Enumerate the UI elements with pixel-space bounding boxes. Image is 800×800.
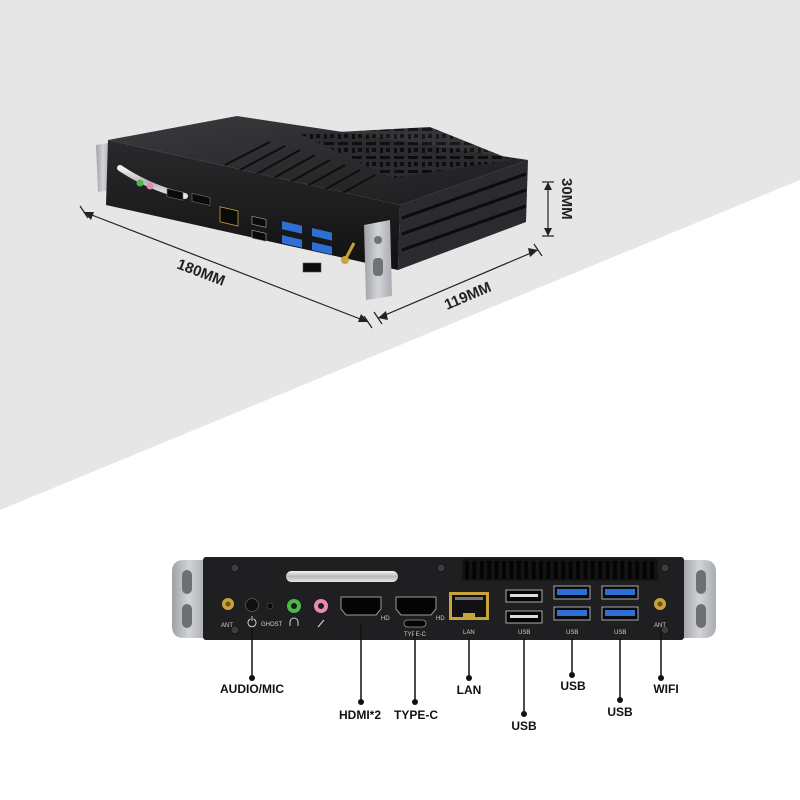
panel-right-bracket	[682, 560, 716, 638]
silk-ant-left: ANT	[221, 623, 233, 629]
callout-audio-mic: AUDIO/MIC	[220, 682, 284, 696]
usb3-port-blue-4	[601, 606, 639, 621]
fin-slot	[650, 561, 654, 579]
fin-slot	[509, 561, 514, 579]
fin-slot	[539, 561, 543, 579]
silk-hd: HD	[381, 616, 390, 622]
mic-icon	[317, 619, 325, 628]
fin-slot	[472, 561, 477, 579]
antenna-connector-left	[222, 598, 234, 610]
hdmi-port-2	[395, 596, 437, 616]
iso-ports	[136, 179, 356, 273]
fin-slot	[642, 561, 647, 579]
usb3-port-blue-1	[553, 585, 591, 600]
fin-slot	[568, 561, 573, 579]
fin-slot	[598, 561, 603, 579]
audio-jack-green	[287, 599, 301, 613]
fin-slot	[479, 561, 484, 579]
callout-usb-upper: USB	[560, 679, 586, 693]
fin-slot	[583, 561, 588, 579]
callout-usb-lower-right: USB	[607, 705, 633, 719]
fin-slot	[605, 561, 610, 579]
iso-left-bracket	[96, 143, 110, 192]
callout-lan: LAN	[457, 683, 482, 697]
iso-top-surface	[108, 116, 528, 205]
iso-right-side	[398, 160, 528, 270]
hdmi-port-1	[340, 596, 382, 616]
fin-slot	[546, 561, 551, 579]
silk-ant-right: ANT	[654, 623, 666, 629]
usb3-port-blue-2	[553, 606, 591, 621]
callout-dots	[249, 672, 664, 717]
fin-slot	[635, 561, 640, 579]
type-c-port	[403, 619, 427, 628]
fin-slot	[516, 561, 521, 579]
fin-slot	[576, 561, 580, 579]
antenna-connector-right	[654, 598, 666, 610]
mic-jack-pink	[314, 599, 328, 613]
silk-usb-1: USB	[518, 630, 530, 636]
iso-top-vent	[300, 127, 512, 178]
callout-wifi: WIFI	[653, 682, 678, 696]
ghost-button	[266, 602, 274, 610]
usb-port-black-top	[505, 589, 543, 603]
device-iso-view	[96, 116, 528, 300]
panel-screws	[230, 563, 670, 635]
headphone-icon	[289, 617, 299, 626]
silk-usb-2: USB	[566, 630, 578, 636]
usb-port-black-bottom	[505, 610, 543, 624]
panel-left-bracket	[172, 560, 206, 638]
lan-port	[449, 592, 489, 620]
fin-slot	[553, 561, 558, 579]
dimension-lines	[79, 181, 554, 329]
panel-fin-slots	[465, 561, 654, 579]
fin-slot	[561, 561, 566, 579]
iso-side-fins	[401, 172, 527, 252]
callout-usb-lower-left: USB	[511, 719, 537, 733]
fin-slot	[494, 561, 499, 579]
fin-slot	[613, 561, 617, 579]
fin-slot	[465, 561, 469, 579]
power-symbol-icon	[247, 616, 257, 628]
power-button-icon	[245, 598, 259, 612]
silk-lan: LAN	[463, 630, 475, 636]
fin-slot	[590, 561, 595, 579]
callout-leaders	[251, 624, 662, 712]
silk-usb-3: USB	[614, 630, 626, 636]
fin-slot	[531, 561, 536, 579]
silk-hd-2: HD	[436, 616, 445, 622]
callout-hdmi: HDMI*2	[339, 708, 381, 722]
dimension-arrowheads	[84, 182, 552, 322]
fin-slot	[627, 561, 632, 579]
fin-slot	[620, 561, 625, 579]
fin-slot	[502, 561, 506, 579]
front-panel-view: ANT GHOST HD HD TYPE-C LAN USB USB USB A…	[172, 557, 716, 640]
silk-ghost: GHOST	[261, 622, 283, 628]
usb3-port-blue-3	[601, 585, 639, 600]
dim-height-label: 30MM	[558, 178, 575, 220]
fin-slot	[524, 561, 529, 579]
callout-type-c: TYPE-C	[394, 708, 438, 722]
panel-handle	[286, 571, 398, 582]
fin-slot	[487, 561, 492, 579]
